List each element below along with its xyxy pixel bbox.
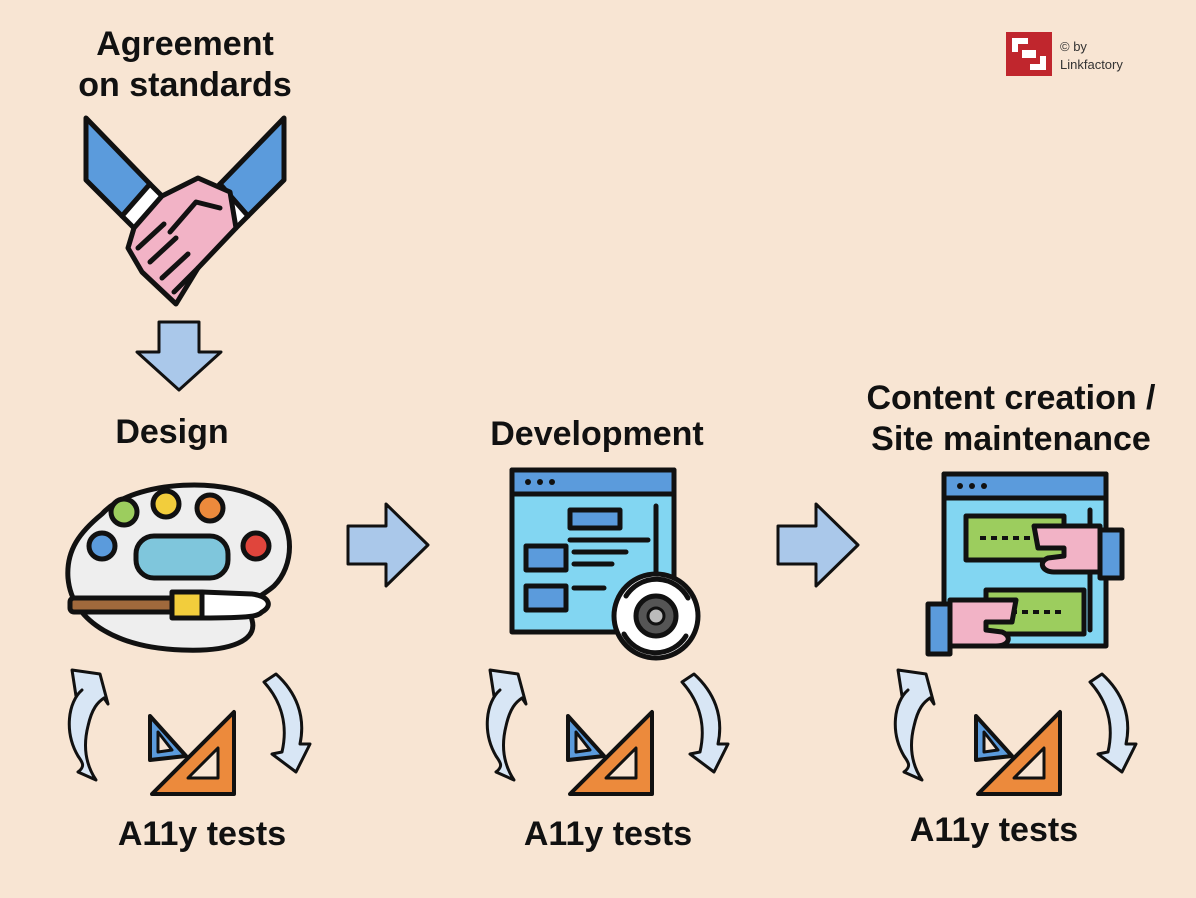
webpage-gear-icon	[509, 467, 701, 661]
cycle-arrow-left-icon	[67, 668, 110, 782]
cycle-arrow-right-icon	[262, 672, 312, 774]
right-arrow-icon-1	[346, 502, 430, 588]
cycle-arrow-right-icon	[1088, 672, 1138, 774]
a11y-tests-design: A11y tests	[117, 815, 287, 853]
test-cycle-content	[893, 668, 1138, 796]
a11y-tests-development: A11y tests	[523, 815, 693, 853]
cycle-arrow-left-icon	[485, 668, 528, 782]
test-cycle-design	[67, 668, 312, 796]
right-arrow-icon-2	[776, 502, 860, 588]
a11y-tests-content: A11y tests	[909, 811, 1079, 849]
webpage-hands-icon	[925, 471, 1125, 657]
cycle-arrow-left-icon	[893, 668, 936, 782]
linkfactory-logo-icon	[1006, 32, 1052, 76]
design-label: Design	[115, 413, 229, 451]
set-square-icon	[566, 710, 654, 796]
palette-icon	[65, 482, 292, 653]
handshake-icon	[83, 115, 287, 307]
content-line1: Content creation /	[866, 379, 1156, 417]
agreement-label: Agreement on standards	[60, 24, 310, 107]
set-square-icon	[974, 710, 1062, 796]
development-label: Development	[490, 415, 704, 453]
agreement-line1: Agreement	[96, 25, 274, 63]
content-line2: Site maintenance	[871, 420, 1151, 459]
content-label: Content creation / Site maintenance	[836, 378, 1186, 461]
down-arrow-icon	[135, 320, 223, 392]
set-square-icon	[148, 710, 236, 796]
test-cycle-development	[485, 668, 730, 796]
agreement-line2: on standards	[78, 66, 292, 105]
copyright-text: © by Linkfactory	[1060, 38, 1123, 74]
copyright-by: © by	[1060, 39, 1087, 54]
company-name: Linkfactory	[1060, 57, 1123, 72]
cycle-arrow-right-icon	[680, 672, 730, 774]
